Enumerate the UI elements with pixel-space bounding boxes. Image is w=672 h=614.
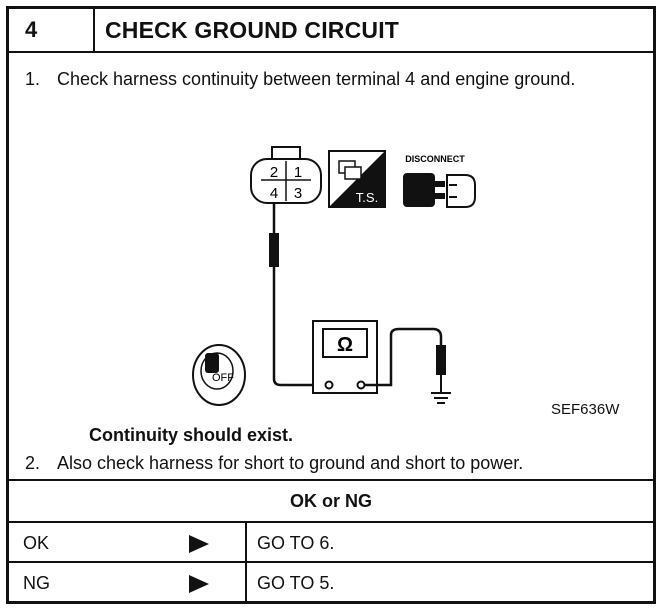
result-label-ok: OK bbox=[23, 533, 50, 553]
test-lead-wire bbox=[269, 203, 327, 387]
instruction-1: 1. Check harness continuity between term… bbox=[25, 67, 635, 91]
pin-label-1: 1 bbox=[294, 164, 302, 181]
result-label-ng: NG bbox=[23, 573, 50, 593]
ignition-off-label: OFF bbox=[212, 372, 234, 384]
instruction-2: 2. Also check harness for short to ground… bbox=[25, 453, 523, 474]
instruction-2-text: Also check harness for short to ground a… bbox=[57, 453, 524, 473]
step-title: CHECK GROUND CIRCUIT bbox=[105, 17, 400, 43]
step-header: 4 CHECK GROUND CIRCUIT bbox=[9, 9, 653, 53]
result-row-ng: NG GO TO 5. bbox=[9, 561, 653, 603]
result-action-ng: GO TO 5. bbox=[257, 573, 335, 593]
arrow-right-icon bbox=[189, 535, 209, 553]
step-frame: 4 CHECK GROUND CIRCUIT 1. Check harness … bbox=[6, 6, 656, 604]
ground-symbol-icon bbox=[431, 392, 451, 404]
test-service-icon: T.S. bbox=[328, 150, 386, 208]
pin-label-4: 4 bbox=[270, 185, 278, 202]
result-row-ok: OK GO TO 6. bbox=[9, 521, 653, 563]
disconnect-label: DISCONNECT bbox=[405, 154, 465, 164]
column-divider bbox=[245, 563, 247, 603]
wiring-diagram: 2 1 4 3 T.S. DISCONNECT bbox=[192, 146, 476, 406]
instruction-2-number: 2. bbox=[25, 453, 41, 473]
figure-id: SEF636W bbox=[551, 401, 620, 418]
ignition-key-off-icon: OFF bbox=[192, 344, 246, 406]
result-action-ok: GO TO 6. bbox=[257, 533, 335, 553]
pin-label-3: 3 bbox=[294, 185, 302, 202]
instruction-1-number: 1. bbox=[25, 69, 41, 89]
meter-symbol: Ω bbox=[337, 334, 353, 356]
ground-lead-wire bbox=[365, 327, 446, 393]
expected-result: Continuity should exist. bbox=[89, 425, 294, 445]
instruction-1-text: Check harness continuity between termina… bbox=[57, 69, 576, 89]
ohmmeter-icon: Ω bbox=[312, 320, 378, 394]
step-number: 4 bbox=[9, 9, 95, 51]
disconnect-icon: DISCONNECT bbox=[403, 154, 476, 208]
ts-label: T.S. bbox=[356, 190, 378, 205]
connector-icon: 2 1 4 3 bbox=[250, 146, 322, 204]
pin-label-2: 2 bbox=[270, 164, 278, 181]
arrow-right-icon bbox=[189, 575, 209, 593]
result-header: OK or NG bbox=[9, 479, 653, 521]
column-divider bbox=[245, 523, 247, 563]
